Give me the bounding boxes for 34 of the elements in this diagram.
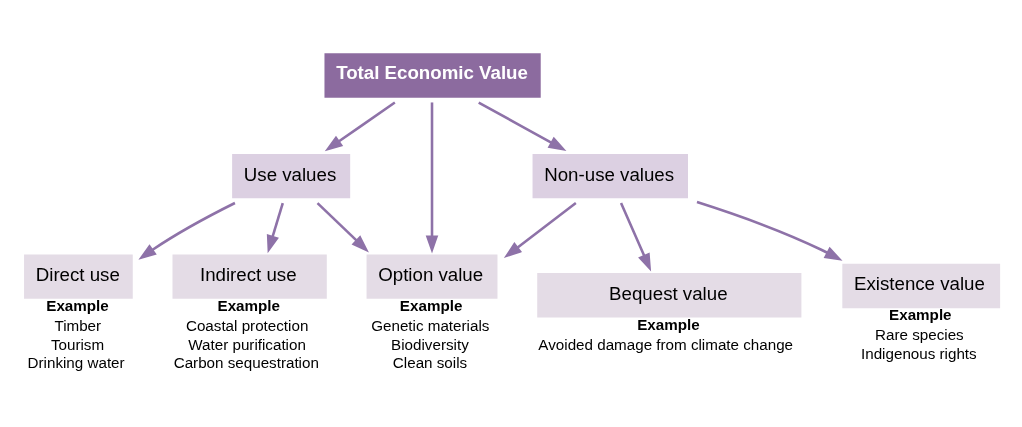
node-label: Timber [53,316,101,334]
node-box: Non-use values [532,153,688,199]
node-label: Drinking water [27,354,125,372]
node-label: Example [45,296,109,314]
node-label: Avoided damage from climate change [537,335,793,353]
node-label: Example [217,296,280,314]
arrow [619,202,651,272]
node-label: Genetic materials [370,316,489,334]
node-box: Use values [231,153,350,199]
arrow [316,202,369,253]
node-box: Indirect use [172,254,327,299]
node-box: Bequest value [536,273,801,318]
arrow [266,202,284,254]
arrow [696,200,842,261]
arrow [503,202,577,259]
node-box: Option value [366,254,497,299]
node-label: Water purification [187,335,306,353]
node-label: Carbon sequestration [173,354,319,372]
arrow [324,101,396,152]
arrow [425,102,438,254]
node-label: Biodiversity [390,335,469,353]
node-label: Example [888,306,952,324]
node-label: Example [636,315,700,333]
node-label: Example [399,296,462,314]
node-label: Tourism [50,335,104,353]
node-label: Rare species [874,326,964,344]
node-box: Existence value [841,263,1000,309]
node-box: Direct use [23,254,133,299]
node-label: Indigenous rights [860,344,977,362]
node-box: Total Economic Value [323,53,541,98]
node-label: Clean soils [392,354,467,372]
arrow [477,101,566,151]
node-label: Coastal protection [185,316,308,334]
arrow [137,201,236,260]
